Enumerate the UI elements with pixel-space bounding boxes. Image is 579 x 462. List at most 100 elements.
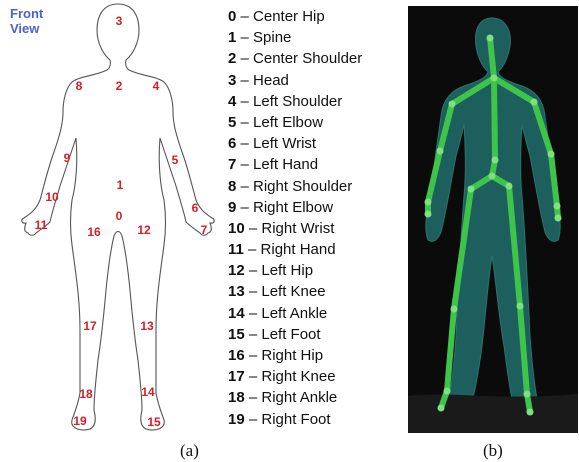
legend-item: 6 – Left Wrist: [228, 133, 403, 154]
joint-label-14: 14: [141, 385, 155, 399]
bone-spine: [494, 78, 495, 160]
joint-right-knee: [451, 306, 458, 313]
legend-item: 10 – Right Wrist: [228, 218, 403, 239]
joint-label-1: 1: [117, 178, 124, 192]
legend-item: 14 – Left Ankle: [228, 303, 403, 324]
legend-item: 18 – Right Ankle: [228, 387, 403, 408]
joint-label-9: 9: [64, 151, 71, 165]
caption-a: (a): [180, 441, 199, 461]
legend-text: – Right Ankle: [245, 389, 338, 406]
joint-legend: 0 – Center Hip 1 – Spine 2 – Center Shou…: [228, 6, 403, 430]
body-outline-diagram: 0 1 2 3 4 5 6 7 8 9 10 11 12 13 14 15 16…: [0, 0, 230, 440]
joint-right-wrist: [425, 199, 432, 206]
legend-text: – Left Wrist: [236, 135, 316, 152]
legend-text: – Left Foot: [245, 326, 321, 343]
joint-label-15: 15: [147, 415, 161, 429]
joint-right-foot: [438, 405, 445, 412]
legend-item: 8 – Right Shoulder: [228, 176, 403, 197]
joint-right-hip: [468, 186, 475, 193]
legend-text: – Right Hand: [244, 241, 336, 258]
legend-text: – Center Shoulder: [236, 50, 362, 67]
legend-item: 2 – Center Shoulder: [228, 48, 403, 69]
joint-right-shoulder: [449, 101, 456, 108]
joint-label-11: 11: [35, 218, 48, 232]
joint-label-6: 6: [192, 201, 199, 215]
joint-right-elbow: [437, 148, 444, 155]
legend-text: – Right Foot: [245, 411, 331, 428]
joint-head: [487, 35, 494, 42]
joint-right-ankle: [444, 388, 451, 395]
legend-text: – Left Hip: [245, 262, 313, 279]
joint-label-7: 7: [201, 223, 208, 237]
joint-label-17: 17: [83, 319, 97, 333]
legend-number: 12: [228, 262, 245, 279]
joint-right-hand: [425, 211, 432, 218]
legend-item: 13 – Left Knee: [228, 281, 403, 302]
legend-item: 12 – Left Hip: [228, 260, 403, 281]
caption-b: (b): [483, 441, 503, 461]
legend-text: – Right Shoulder: [236, 178, 352, 195]
joint-label-4: 4: [153, 79, 160, 93]
joint-left-ankle: [524, 391, 531, 398]
joint-center-shoulder: [491, 75, 498, 82]
legend-text: – Left Hand: [236, 156, 318, 173]
legend-item: 1 – Spine: [228, 27, 403, 48]
joint-spine: [492, 157, 499, 164]
joint-label-12: 12: [137, 223, 151, 237]
legend-item: 16 – Right Hip: [228, 345, 403, 366]
legend-number: 19: [228, 411, 245, 428]
bone-head-neck: [490, 38, 494, 78]
legend-number: 15: [228, 326, 245, 343]
legend-item: 9 – Right Elbow: [228, 197, 403, 218]
legend-item: 5 – Left Elbow: [228, 112, 403, 133]
joint-label-16: 16: [87, 225, 101, 239]
legend-item: 0 – Center Hip: [228, 6, 403, 27]
legend-text: – Right Elbow: [236, 199, 333, 216]
legend-item: 7 – Left Hand: [228, 154, 403, 175]
legend-number: 17: [228, 368, 245, 385]
joint-label-8: 8: [76, 79, 83, 93]
legend-item: 3 – Head: [228, 70, 403, 91]
legend-text: – Left Shoulder: [236, 93, 342, 110]
joint-labels: 0 1 2 3 4 5 6 7 8 9 10 11 12 13 14 15 16…: [35, 14, 208, 429]
legend-text: – Spine: [236, 29, 291, 46]
joint-label-3: 3: [116, 14, 123, 28]
legend-item: 17 – Right Knee: [228, 366, 403, 387]
joint-label-5: 5: [172, 153, 179, 167]
legend-text: – Head: [236, 72, 289, 89]
joint-left-knee: [517, 303, 524, 310]
legend-text: – Left Knee: [245, 283, 326, 300]
joint-label-13: 13: [140, 319, 154, 333]
legend-text: – Left Elbow: [236, 114, 323, 131]
joint-label-18: 18: [79, 387, 93, 401]
legend-text: – Right Hip: [245, 347, 323, 364]
legend-number: 18: [228, 389, 245, 406]
skeleton-figure: [408, 6, 578, 433]
legend-text: – Left Ankle: [245, 305, 328, 322]
legend-number: 13: [228, 283, 245, 300]
joint-left-elbow: [548, 151, 555, 158]
joint-left-foot: [527, 409, 534, 416]
legend-item: 15 – Left Foot: [228, 324, 403, 345]
legend-text: – Right Wrist: [245, 220, 335, 237]
joint-label-0: 0: [116, 209, 123, 223]
legend-number: 11: [228, 241, 244, 258]
legend-number: 14: [228, 305, 245, 322]
legend-number: 16: [228, 347, 245, 364]
legend-text: – Right Knee: [245, 368, 336, 385]
legend-item: 11 – Right Hand: [228, 239, 403, 260]
joint-left-wrist: [554, 203, 561, 210]
legend-item: 19 – Right Foot: [228, 409, 403, 430]
joint-left-hand: [555, 215, 562, 222]
legend-text: – Center Hip: [236, 8, 324, 25]
joint-label-19: 19: [73, 414, 87, 428]
joint-label-10: 10: [45, 190, 59, 204]
joint-center-hip: [489, 173, 496, 180]
joint-left-shoulder: [531, 99, 538, 106]
depth-skeleton-image: [408, 6, 578, 433]
joint-left-hip: [506, 183, 513, 190]
joint-label-2: 2: [116, 79, 123, 93]
floor-shadow: [408, 394, 578, 433]
legend-number: 10: [228, 220, 245, 237]
legend-item: 4 – Left Shoulder: [228, 91, 403, 112]
